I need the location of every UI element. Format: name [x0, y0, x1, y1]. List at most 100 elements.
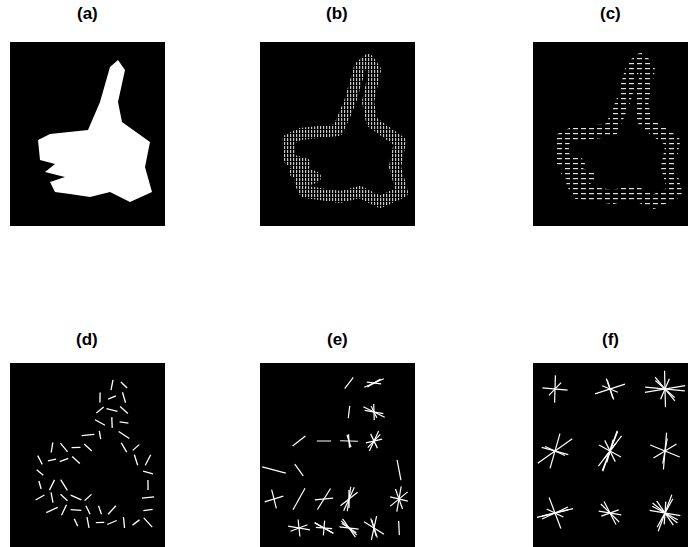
orientation-stroke: [123, 517, 124, 528]
orientation-stroke: [390, 492, 407, 506]
panel-c: [533, 42, 688, 226]
orientation-cells-medium: [262, 377, 408, 540]
orientation-stroke: [121, 382, 127, 388]
orientation-stroke: [60, 458, 69, 461]
orientation-stroke: [121, 443, 126, 452]
orientation-stroke: [120, 406, 128, 413]
orientation-stroke: [96, 407, 103, 413]
orientation-stroke: [371, 516, 376, 540]
orientation-stroke: [99, 506, 102, 515]
orientation-stroke: [49, 480, 54, 490]
orientation-stroke: [315, 498, 333, 500]
orientation-stroke: [595, 384, 625, 394]
orientation-stroke: [86, 506, 90, 515]
orientation-stroke: [39, 481, 41, 489]
orientation-stroke: [133, 520, 140, 525]
orientation-stroke: [61, 505, 66, 516]
orientation-stroke: [84, 444, 92, 451]
orientation-stroke: [111, 380, 113, 390]
hand-silhouette: [38, 60, 152, 202]
orientation-stroke: [122, 392, 125, 403]
orientation-stroke: [120, 422, 129, 423]
orientation-stroke: [397, 460, 401, 480]
orientation-stroke: [107, 520, 116, 524]
hand-edge-orientation: [561, 60, 675, 202]
panel-label: (a): [75, 4, 100, 24]
orientation-stroke: [82, 434, 95, 435]
orientation-stroke: [602, 386, 618, 393]
panel-label: (c): [598, 4, 623, 24]
panel-a: [10, 42, 165, 226]
orientation-stroke: [36, 495, 45, 500]
orientation-stroke: [74, 519, 77, 526]
orientation-stroke: [143, 471, 153, 474]
orientation-stroke: [295, 464, 303, 476]
orientation-stroke: [71, 495, 82, 500]
orientation-stroke: [398, 521, 400, 535]
orientation-stroke: [99, 431, 100, 439]
orientation-stroke: [99, 392, 101, 402]
orientation-stroke: [144, 518, 152, 527]
orientation-stroke: [549, 383, 561, 396]
panel-b: [260, 42, 415, 226]
orientation-stroke: [343, 519, 356, 537]
orientation-stroke: [46, 507, 57, 512]
panel-label: (f): [600, 330, 621, 350]
orientation-stroke: [142, 497, 154, 498]
orientation-stroke: [272, 490, 277, 509]
orientation-stroke: [316, 527, 332, 528]
orientation-stroke: [96, 522, 104, 524]
orientation-stroke: [111, 417, 113, 428]
orientation-stroke: [72, 447, 81, 449]
orientation-stroke: [119, 431, 130, 438]
orientation-stroke: [542, 507, 568, 519]
orientation-stroke: [107, 409, 118, 412]
panel-d: [10, 363, 165, 547]
orientation-stroke: [48, 459, 56, 461]
orientation-stroke: [369, 431, 378, 451]
orientation-stroke: [317, 440, 331, 441]
orientation-stroke: [143, 509, 152, 510]
panel-label: (e): [325, 330, 350, 350]
orientation-stroke: [72, 457, 80, 464]
orientation-stroke: [134, 455, 137, 465]
orientation-stroke: [51, 492, 53, 502]
orientation-stroke: [108, 506, 116, 514]
orientation-stroke: [95, 420, 105, 425]
orientation-stroke: [38, 456, 42, 465]
orientation-stroke: [371, 434, 378, 448]
orientation-stroke: [293, 436, 306, 446]
orientation-stroke: [85, 494, 92, 500]
orientation-stroke: [604, 502, 616, 525]
orientation-stroke: [364, 379, 383, 387]
orientation-stroke: [603, 431, 617, 471]
orientation-stroke: [550, 434, 560, 469]
panel-e: [260, 363, 415, 547]
orientation-stroke: [145, 455, 150, 465]
orientation-stroke: [293, 488, 305, 509]
orientation-stroke: [602, 432, 617, 471]
orientation-stroke: [345, 377, 354, 388]
orientation-stroke: [60, 443, 67, 452]
orientation-stroke: [340, 440, 358, 442]
orientation-stroke: [367, 382, 381, 384]
orientation-stroke: [298, 519, 300, 536]
orientation-stroke: [645, 386, 685, 393]
hand-edge-dashes: [288, 60, 402, 202]
orientation-stroke: [71, 509, 82, 511]
orientation-stroke: [51, 443, 53, 453]
orientation-stroke: [371, 406, 377, 418]
orientation-stroke: [657, 499, 673, 527]
orientation-stroke: [368, 434, 380, 447]
panel-label: (b): [324, 4, 350, 24]
orientation-stroke: [61, 494, 68, 500]
orientation-cells-coarse: [537, 371, 685, 531]
orientation-stroke: [37, 470, 44, 476]
orientation-stroke: [348, 406, 349, 418]
orientation-cells-fine: [36, 380, 155, 528]
orientation-stroke: [367, 379, 380, 387]
orientation-stroke: [61, 480, 68, 491]
orientation-stroke: [133, 445, 140, 451]
orientation-stroke: [108, 396, 116, 399]
